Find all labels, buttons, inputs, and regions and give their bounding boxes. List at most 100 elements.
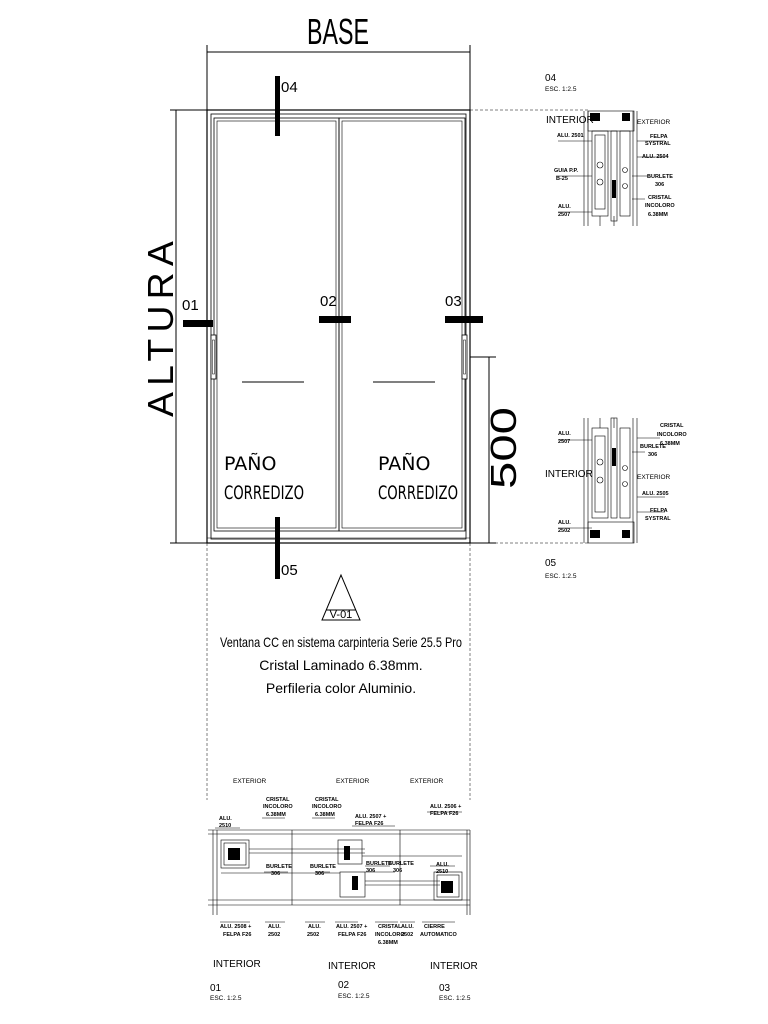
detail-05-cristal-2: INCOLORO	[657, 432, 687, 438]
plan-alu-2506-felpa-2: FELPA F26	[430, 811, 458, 817]
plan-burlete-a-1: BURLETE	[266, 864, 292, 870]
detail-05-leaders	[558, 437, 665, 529]
detail-04-guia-1: GUIA P.P.	[554, 168, 579, 174]
base-label: BASE	[307, 11, 369, 52]
plan-alu-2507b-felpa-2: FELPA F26	[338, 932, 366, 938]
plan-alu-2502a-2: 2502	[268, 932, 280, 938]
plan-burlete-d-1: BURLETE	[388, 861, 414, 867]
plan-alu-2510b-2: 2510	[436, 869, 448, 875]
plan-alu-2508-felpa-2: FELPA F26	[223, 932, 251, 938]
left-panel-label-1: PAÑO	[224, 452, 276, 475]
detail-05-exterior: EXTERIOR	[637, 474, 671, 481]
window-frame	[206, 109, 471, 544]
plan-leaders	[215, 811, 462, 923]
plan-alu-2502b-1: ALU.	[308, 924, 321, 930]
plan-exterior-1: EXTERIOR	[233, 778, 267, 785]
plan-cristal-c-3: 6.38MM	[378, 940, 398, 946]
plan-cristal-b-1: CRISTAL	[315, 797, 339, 803]
plan-burlete-d-2: 306	[393, 868, 402, 874]
plan-interior-2: INTERIOR	[328, 961, 376, 972]
plan-alu-2508-felpa-1: ALU. 2508 +	[220, 924, 251, 930]
right-handle	[461, 334, 468, 380]
detail-04-burlete-2: 306	[655, 182, 664, 188]
plan-cristal-b-2: INCOLORO	[312, 804, 342, 810]
plan-alu-2507-felpa-1: ALU. 2507 +	[355, 814, 386, 820]
dimension-500-label: 500	[483, 407, 524, 489]
detail-05-felpa-1: FELPA	[650, 508, 668, 514]
detail-04-cristal-3: 6.38MM	[648, 212, 668, 218]
detail-05-cristal-1: CRISTAL	[660, 423, 684, 429]
marker-01: 01	[182, 297, 199, 314]
plan-cierre-2: AUTOMATICO	[420, 932, 457, 938]
detail-04-burlete-1: BURLETE	[647, 174, 673, 180]
right-panel-label-2: CORREDIZO	[378, 482, 458, 504]
detail-04-cristal-2: INCOLORO	[645, 203, 675, 209]
detail-05-scale: ESC. 1:2.5	[545, 573, 577, 580]
section-markers	[183, 76, 483, 579]
plan-cristal-c-1: CRISTAL	[378, 924, 402, 930]
detail-04-leaders	[556, 140, 665, 213]
plan-cristal-c-2: INCOLORO	[375, 932, 405, 938]
marker-03: 03	[445, 293, 462, 310]
left-panel-label-2: CORREDIZO	[224, 482, 304, 504]
detail-04-screws	[596, 161, 628, 189]
detail-04-alu-2507-1: ALU.	[558, 204, 571, 210]
plan-alu-2502a-1: ALU.	[268, 924, 281, 930]
plan-alu-2506-felpa-1: ALU. 2506 +	[430, 804, 461, 810]
plan-cristal-b-3: 6.38MM	[315, 812, 335, 818]
detail-05-felpa-2: SYSTRAL	[645, 516, 671, 522]
plan-alu-2507-felpa-2: FELPA F26	[355, 821, 383, 827]
plan-cristal-a-3: 6.38MM	[266, 812, 286, 818]
window-tag-label: V-01	[330, 609, 353, 621]
plan-exterior-3: EXTERIOR	[410, 778, 444, 785]
marker-04: 04	[281, 79, 298, 96]
note-line-3: Perfileria color Aluminio.	[266, 680, 416, 696]
left-handle	[210, 334, 217, 380]
projection-lines	[206, 109, 590, 800]
plan-number-03: 03	[439, 983, 451, 994]
detail-05-interior: INTERIOR	[545, 469, 593, 480]
plan-cierre-1: CIERRE	[424, 924, 445, 930]
plan-burlete-b-2: 306	[315, 871, 324, 877]
plan-burlete-c-1: BURLETE	[366, 861, 392, 867]
detail-04-felpa-2: SYSTRAL	[645, 141, 671, 147]
detail-05-section	[583, 417, 638, 544]
plan-interior-1: INTERIOR	[213, 959, 261, 970]
plan-alu-2507b-felpa-1: ALU. 2507 +	[336, 924, 367, 930]
altura-dimension	[170, 109, 210, 544]
detail-04-alu-2501: ALU. 2501	[557, 133, 584, 139]
note-line-1: Ventana CC en sistema carpinteria Serie …	[220, 634, 462, 650]
detail-05-alu-2507-1: ALU.	[558, 431, 571, 437]
plan-scale-01: ESC. 1:2.5	[210, 995, 242, 1002]
detail-05-alu-2505: ALU. 2505	[642, 491, 669, 497]
detail-04-cristal-1: CRISTAL	[648, 195, 672, 201]
base-dimension	[206, 45, 471, 110]
plan-exterior-2: EXTERIOR	[336, 778, 370, 785]
detail-05-alu-2502-2: 2502	[558, 528, 570, 534]
note-line-2: Cristal Laminado 6.38mm.	[259, 657, 422, 673]
plan-burlete-c-2: 306	[366, 868, 375, 874]
marker-02: 02	[320, 293, 337, 310]
plan-section	[208, 829, 471, 915]
detail-04-scale: ESC. 1:2.5	[545, 86, 577, 93]
plan-alu-2502c-2: 2502	[401, 932, 413, 938]
plan-scale-02: ESC. 1:2.5	[338, 993, 370, 1000]
altura-label: ALTURA	[140, 235, 181, 417]
detail-05-cristal-3: 6.38MM	[660, 441, 680, 447]
detail-04-alu-2504: ALU. 2504	[642, 154, 670, 160]
detail-04-guia-2: B-25	[556, 176, 568, 182]
plan-burlete-b-1: BURLETE	[310, 864, 336, 870]
plan-cristal-a-2: INCOLORO	[263, 804, 293, 810]
detail-04-exterior: EXTERIOR	[637, 119, 671, 126]
plan-alu-2510-1: ALU.	[219, 816, 232, 822]
plan-alu-2510-2: 2510	[219, 823, 231, 829]
detail-05-number: 05	[545, 558, 557, 569]
detail-04-number: 04	[545, 73, 557, 84]
plan-alu-2502c-1: ALU.	[401, 924, 414, 930]
detail-05-burlete-1: BURLETE	[640, 444, 666, 450]
detail-04-alu-2507-2: 2507	[558, 212, 570, 218]
detail-05-alu-2507-2: 2507	[558, 439, 570, 445]
detail-04-section	[583, 110, 638, 226]
plan-scale-03: ESC. 1:2.5	[439, 995, 471, 1002]
